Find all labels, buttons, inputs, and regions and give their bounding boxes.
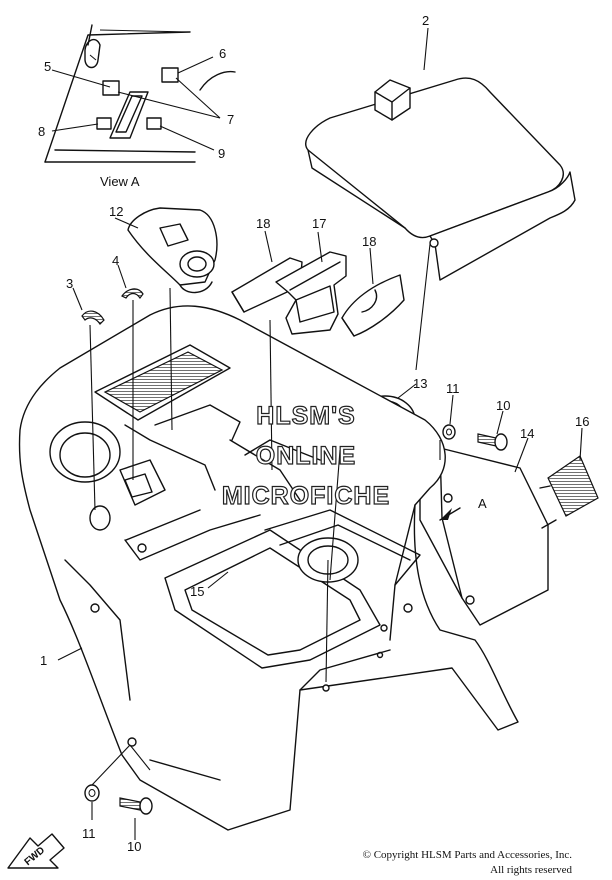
callout-8: 8 — [38, 124, 45, 139]
callout-2: 2 — [422, 13, 429, 28]
callout-13: 13 — [413, 376, 427, 391]
callout-14: 14 — [520, 426, 534, 441]
inset-pad-8 — [96, 117, 112, 130]
fasteners — [84, 424, 508, 815]
copyright-line-2: All rights reserved — [490, 864, 572, 876]
callout-12: 12 — [109, 204, 123, 219]
screw-part-10-upper — [477, 433, 497, 447]
callout-11-upper: 11 — [446, 381, 460, 396]
view-a-inset — [44, 24, 236, 163]
callout-18-left: 18 — [256, 216, 270, 231]
callout-10-lower: 10 — [127, 839, 141, 854]
callout-3: 3 — [66, 276, 73, 291]
console-body-part-1 — [18, 305, 519, 831]
callout-5: 5 — [44, 59, 51, 74]
watermark: HLSM'S ONLINE MICROFICHE — [221, 401, 390, 510]
shift-cover-part-12 — [127, 207, 218, 294]
inset-pad-9 — [146, 117, 162, 130]
brackets-17-18 — [231, 251, 405, 337]
pad-part-16 — [539, 455, 599, 529]
callout-11-lower: 11 — [82, 826, 96, 841]
lid-part-2 — [305, 77, 576, 281]
callout-17: 17 — [312, 216, 326, 231]
copyright-line-1: © Copyright HLSM Parts and Accessories, … — [362, 849, 572, 861]
inset-pad-5 — [102, 80, 120, 96]
leader-lines — [51, 27, 583, 840]
watermark-line-3: MICROFICHE — [222, 482, 390, 510]
callout-6: 6 — [219, 46, 226, 61]
callout-9: 9 — [218, 146, 225, 161]
view-a-label: View A — [100, 174, 140, 189]
callout-18-right: 18 — [362, 234, 376, 249]
callout-16: 16 — [575, 414, 589, 429]
clip-part-3 — [81, 310, 105, 325]
callout-10-upper: 10 — [496, 398, 510, 413]
washer-part-11-upper — [442, 424, 456, 440]
callout-1: 1 — [40, 653, 47, 668]
callout-15: 15 — [190, 584, 204, 599]
view-a-arrow-label: A — [478, 496, 487, 511]
callout-7: 7 — [227, 112, 234, 127]
washer-part-11-lower — [84, 784, 100, 802]
inset-pad-6 — [161, 67, 179, 83]
screw-part-10-lower — [119, 797, 141, 811]
side-panel-part-14 — [419, 447, 549, 626]
fwd-arrow-icon: FWD — [7, 833, 65, 869]
watermark-line-1: HLSM'S — [256, 402, 355, 430]
callout-4: 4 — [112, 253, 119, 268]
callout-labels: 1 2 3 4 5 6 7 8 9 10 10 11 11 12 13 14 1… — [38, 13, 589, 854]
clip-part-4 — [121, 288, 144, 300]
watermark-line-2: ONLINE — [256, 442, 356, 470]
